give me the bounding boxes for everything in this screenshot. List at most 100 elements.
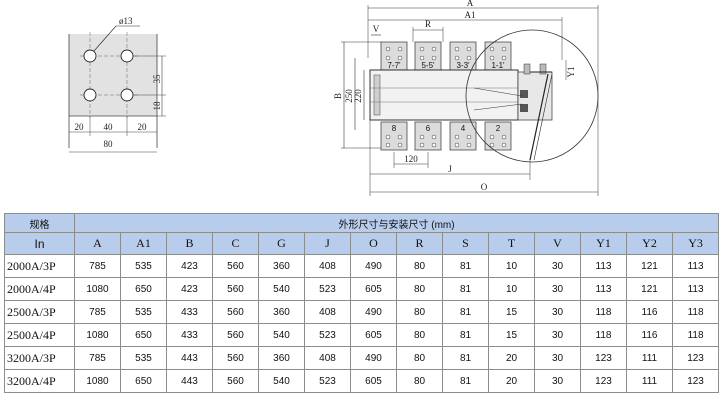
dim-bottom-3: 20 xyxy=(138,122,148,132)
value-cell: 118 xyxy=(580,323,627,347)
dim-right-top: 35 xyxy=(152,74,162,84)
value-cell: 113 xyxy=(671,254,720,278)
dim-250: 250 xyxy=(344,89,354,103)
value-cell: 118 xyxy=(671,323,720,347)
value-cell: 113 xyxy=(671,277,720,301)
technical-drawings: ø13 35 18 20 40 20 80 A A1 R V xyxy=(68,0,599,196)
dim-total: 80 xyxy=(104,139,114,149)
dim-B: B xyxy=(333,93,343,99)
terminal-label-bottom-3: 4 xyxy=(461,124,466,133)
terminal-label-bottom-1: 8 xyxy=(392,124,397,133)
value-cell: 408 xyxy=(304,346,351,370)
dim-bottom-1: 20 xyxy=(75,122,85,132)
value-cell: 80 xyxy=(396,300,443,324)
value-cell: 81 xyxy=(442,369,489,393)
value-cell: 121 xyxy=(626,254,673,278)
value-cell: 80 xyxy=(396,277,443,301)
column-header-g: G xyxy=(258,232,305,255)
flange-hole xyxy=(120,88,134,102)
value-cell: 650 xyxy=(120,369,167,393)
model-cell: 2500A/4P xyxy=(4,323,75,347)
dim-V: V xyxy=(373,24,380,34)
column-header-v: V xyxy=(534,232,581,255)
column-header-a1: A1 xyxy=(120,232,167,255)
column-header-b: B xyxy=(166,232,213,255)
value-cell: 123 xyxy=(580,346,627,370)
column-header-o: O xyxy=(350,232,397,255)
value-cell: 30 xyxy=(534,369,581,393)
dim-R: R xyxy=(425,19,431,29)
dim-Y1: Y1 xyxy=(566,67,576,78)
value-cell: 605 xyxy=(350,369,397,393)
value-cell: 20 xyxy=(488,346,535,370)
switch-body xyxy=(369,69,519,121)
flange-hole xyxy=(83,49,97,63)
switch-drawing: A A1 R V 7-7' 5-5' 3 xyxy=(333,0,599,196)
value-cell: 535 xyxy=(120,346,167,370)
model-cell: 3200A/4P xyxy=(4,369,75,393)
value-cell: 10 xyxy=(488,277,535,301)
column-header-t: T xyxy=(488,232,535,255)
value-cell: 15 xyxy=(488,323,535,347)
value-cell: 121 xyxy=(626,277,673,301)
terminal-label-top-1: 7-7' xyxy=(387,61,401,70)
value-cell: 560 xyxy=(212,346,259,370)
value-cell: 650 xyxy=(120,277,167,301)
dim-A: A xyxy=(467,0,474,8)
value-cell: 80 xyxy=(396,323,443,347)
value-cell: 360 xyxy=(258,300,305,324)
dim-A1: A1 xyxy=(465,10,476,20)
column-header-s: S xyxy=(442,232,489,255)
column-header-y3: Y3 xyxy=(671,232,720,255)
value-cell: 560 xyxy=(212,277,259,301)
value-cell: 560 xyxy=(212,254,259,278)
terminal-label-bottom-2: 6 xyxy=(426,124,431,133)
handle-lever xyxy=(529,73,549,161)
dim-120: 120 xyxy=(404,154,418,164)
spec-header: 规格 xyxy=(4,213,75,233)
value-cell: 360 xyxy=(258,254,305,278)
column-header-a: A xyxy=(74,232,121,255)
value-cell: 540 xyxy=(258,277,305,301)
value-cell: 560 xyxy=(212,323,259,347)
dim-bottom-2: 40 xyxy=(104,122,114,132)
value-cell: 785 xyxy=(74,254,121,278)
value-cell: 650 xyxy=(120,323,167,347)
value-cell: 116 xyxy=(626,300,673,324)
value-cell: 523 xyxy=(304,369,351,393)
value-cell: 408 xyxy=(304,300,351,324)
value-cell: 15 xyxy=(488,300,535,324)
value-cell: 81 xyxy=(442,323,489,347)
flange-hole xyxy=(83,88,97,102)
model-cell: 2500A/3P xyxy=(4,300,75,324)
value-cell: 111 xyxy=(626,369,673,393)
value-cell: 540 xyxy=(258,369,305,393)
model-cell: 2000A/4P xyxy=(4,277,75,301)
value-cell: 560 xyxy=(212,300,259,324)
value-cell: 1080 xyxy=(74,277,121,301)
value-cell: 118 xyxy=(671,300,720,324)
terminal-pads-bottom: 8 6 4 2 xyxy=(380,121,512,151)
value-cell: 30 xyxy=(534,254,581,278)
value-cell: 560 xyxy=(212,369,259,393)
dim-220: 220 xyxy=(353,89,363,103)
value-cell: 785 xyxy=(74,346,121,370)
terminal-label-top-4: 1-1' xyxy=(491,61,505,70)
value-cell: 113 xyxy=(580,277,627,301)
value-cell: 408 xyxy=(304,254,351,278)
value-cell: 433 xyxy=(166,300,213,324)
value-cell: 535 xyxy=(120,254,167,278)
value-cell: 30 xyxy=(534,277,581,301)
column-header-j: J xyxy=(304,232,351,255)
value-cell: 80 xyxy=(396,346,443,370)
value-cell: 118 xyxy=(580,300,627,324)
value-cell: 1080 xyxy=(74,369,121,393)
value-cell: 123 xyxy=(671,346,720,370)
value-cell: 111 xyxy=(626,346,673,370)
value-cell: 123 xyxy=(671,369,720,393)
value-cell: 30 xyxy=(534,300,581,324)
